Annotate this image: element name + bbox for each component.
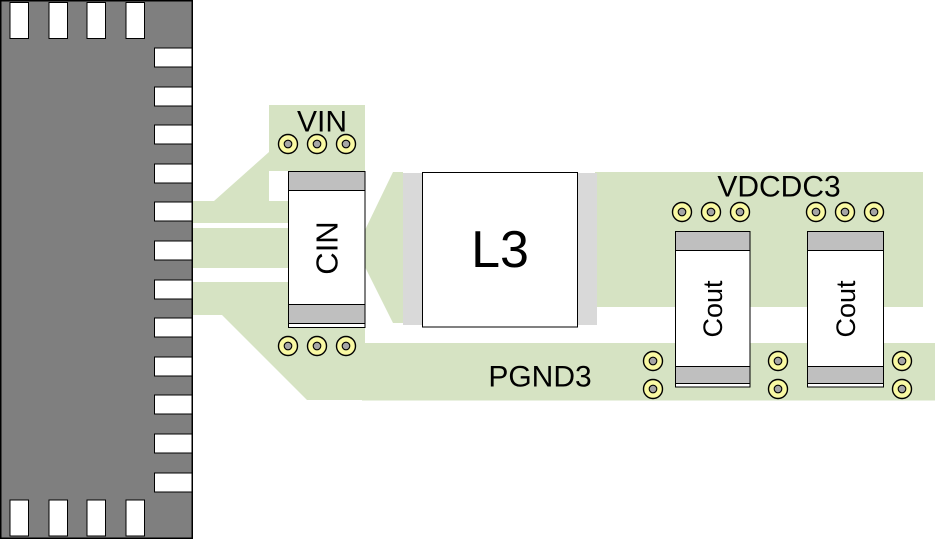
ic-pad [9,2,29,39]
cin-terminal-top [288,171,366,191]
vin-via [306,133,328,155]
cin-gnd-via [335,335,357,357]
cin-terminal-bottom [288,304,366,324]
chip-to-cin-trace-2 [193,228,288,268]
capacitor-cout-1: Cout [675,231,751,388]
capacitor-cout-2: Cout [807,231,884,388]
ic-pad [154,317,193,338]
ic-pad [154,394,193,415]
ic-chip-body [0,0,193,539]
capacitor-cin: CIN [288,171,366,328]
ic-chip [0,0,193,539]
cout1-terminal-bottom [675,366,751,384]
l3-label: L3 [471,221,529,279]
cout1-label: Cout [698,280,728,338]
ic-pad [154,86,193,107]
ic-pad [154,433,193,454]
via-layer [277,133,913,400]
ic-pad [48,2,68,39]
ic-pads-bottom [9,499,145,537]
cout2-terminal-bottom [807,366,884,384]
cin-body [288,171,366,328]
vin-via [335,133,357,155]
ic-pads-right [154,47,193,493]
vdcdc3-via [834,201,856,223]
ic-pad [48,499,68,537]
cout2-terminal-top [807,231,884,251]
vdcdc3-via [863,201,885,223]
pgnd3-net-label: PGND3 [488,361,591,394]
pgnd3-via [642,378,664,400]
vdcdc3-via [805,201,827,223]
net-label-layer: VIN VDCDC3 PGND3 [297,106,841,394]
ic-pad [125,499,145,537]
ic-pad [154,472,193,493]
cout2-label: Cout [831,280,861,338]
pgnd3-via [642,350,664,372]
ic-pad [154,163,193,184]
vdcdc3-via [729,201,751,223]
chip-to-cin-trace-1 [193,201,288,223]
ic-pad [154,124,193,145]
pgnd3-via [767,350,789,372]
cout1-terminal-top [675,231,751,251]
vdcdc3-net-label: VDCDC3 [717,171,840,204]
vdcdc3-via [671,201,693,223]
ic-pad [154,47,193,68]
ic-pad [86,499,106,537]
l3-body [422,172,578,328]
ic-pad [154,240,193,261]
vin-via [277,133,299,155]
cin-gnd-via [277,335,299,357]
pgnd3-via [891,378,913,400]
cin-to-l3-trace [365,172,403,323]
l3-terminal-left [403,173,423,325]
cin-gnd-via [306,335,328,357]
inductor-l3: L3 [403,172,597,328]
ic-pad [9,499,29,537]
cout2-body [807,231,884,388]
vin-net-label: VIN [297,106,347,139]
ic-pad [86,2,106,39]
cin-label: CIN [310,221,345,274]
pgnd3-via [891,350,913,372]
ic-pad [154,201,193,222]
chip-to-pgnd-region [193,282,365,400]
ic-pad [154,356,193,377]
cout1-body [675,231,751,388]
ic-pads-top [9,2,145,39]
l3-terminal-right [577,173,597,325]
pgnd3-via [767,378,789,400]
ic-pad [125,2,145,39]
ic-pad [154,279,193,300]
vin-trace-chamfer [214,152,269,201]
vdcdc3-via [700,201,722,223]
